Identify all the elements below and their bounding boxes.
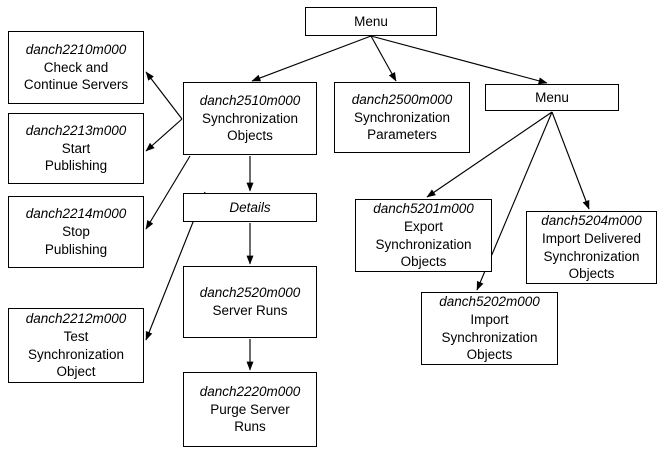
node-title: Menu — [354, 13, 388, 29]
node-code: danch2220m000 — [199, 383, 301, 399]
node-title: Synchronization Objects — [201, 110, 299, 144]
node-title: Import Synchronization Objects — [441, 311, 538, 363]
node-details[interactable]: Details — [183, 193, 317, 222]
node-title: Test Synchronization Object — [27, 328, 125, 380]
node-title: Start Publishing — [44, 140, 108, 174]
node-code: danch2214m000 — [25, 206, 127, 222]
node-code: danch2500m000 — [351, 91, 453, 107]
node-menu-root[interactable]: Menu — [305, 7, 437, 36]
edge-menu-secondary-to-import-delivered-synchronization-objects — [551, 111, 590, 210]
node-code: Details — [229, 199, 271, 215]
node-code: danch2510m000 — [199, 92, 301, 108]
edge-synchronization-objects-to-start-publishing — [145, 118, 183, 152]
node-code: danch2210m000 — [25, 41, 127, 57]
node-code: danch5202m000 — [439, 293, 540, 309]
node-code: danch2212m000 — [25, 310, 127, 326]
node-title: Import Delivered Synchronization Objects — [541, 230, 642, 282]
node-title: Check and Continue Servers — [23, 59, 129, 93]
node-title: Stop Publishing — [44, 224, 108, 257]
node-title: Purge Server Runs — [210, 401, 290, 435]
edge-menu-root-to-menu-secondary — [370, 35, 548, 85]
edge-synchronization-objects-to-check-and-continue-servers — [145, 71, 183, 120]
node-code: danch2213m000 — [25, 122, 127, 138]
node-code: danch5201m000 — [373, 200, 474, 216]
node-title: Server Runs — [212, 303, 288, 318]
node-title: Synchronization Parameters — [353, 109, 451, 143]
node-title: Export Synchronization Objects — [375, 218, 472, 270]
edge-menu-root-to-synchronization-parameters — [370, 35, 397, 82]
node-code: danch2520m000 — [199, 285, 301, 301]
node-code: danch5204m000 — [541, 212, 642, 228]
node-title: Menu — [535, 89, 569, 105]
edge-menu-root-to-synchronization-objects — [251, 35, 372, 82]
node-menu-secondary[interactable]: Menu — [485, 84, 619, 111]
